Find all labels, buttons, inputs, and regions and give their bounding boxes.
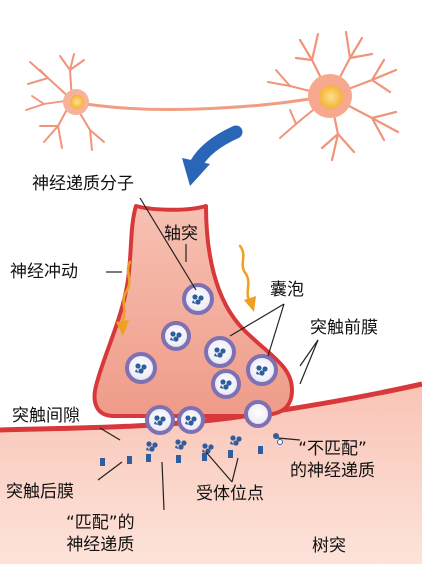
- vesicle: [145, 405, 175, 435]
- vesicle: [177, 406, 205, 434]
- label-axon: 轴突: [164, 224, 198, 244]
- vesicles: [125, 283, 278, 435]
- label-unmatched-line1: “不匹配”: [298, 439, 367, 459]
- zoom-arrow-icon: [189, 125, 243, 171]
- label-dendrite: 树突: [312, 536, 346, 556]
- receptor-sites: [100, 446, 263, 466]
- postsynaptic-membrane-line: [0, 381, 422, 433]
- vesicle: [161, 321, 191, 351]
- label-neurotransmitter-molecule: 神经递质分子: [32, 174, 134, 194]
- label-presynaptic-membrane: 突触前膜: [310, 318, 378, 338]
- label-receptor-site: 受体位点: [196, 484, 264, 504]
- label-vesicle: 囊泡: [270, 280, 304, 300]
- vesicle: [182, 283, 214, 315]
- label-postsynaptic-membrane: 突触后膜: [6, 482, 74, 502]
- nucleus-left: [70, 95, 84, 109]
- vesicle: [204, 336, 236, 368]
- released-neurotransmitters: [146, 433, 283, 454]
- label-unmatched-neurotransmitter: “不匹配” 的神经递质: [290, 438, 375, 482]
- label-matched-line2: 神经递质: [66, 535, 135, 555]
- leader-lines: [97, 197, 319, 511]
- label-nerve-impulse: 神经冲动: [10, 262, 78, 282]
- vesicle: [246, 354, 278, 386]
- vesicle: [125, 352, 157, 384]
- vesicle-fusing: [244, 400, 272, 428]
- label-matched-neurotransmitter: “匹配”的 神经递质: [66, 512, 135, 556]
- label-matched-line1: “匹配”的: [66, 513, 135, 533]
- vesicle: [211, 369, 241, 399]
- nerve-impulse-arrows: [120, 244, 252, 324]
- label-unmatched-line2: 的神经递质: [290, 461, 375, 481]
- label-synaptic-cleft: 突触间隙: [12, 406, 80, 426]
- nucleus-right: [319, 85, 343, 109]
- neuron-network: [25, 30, 400, 162]
